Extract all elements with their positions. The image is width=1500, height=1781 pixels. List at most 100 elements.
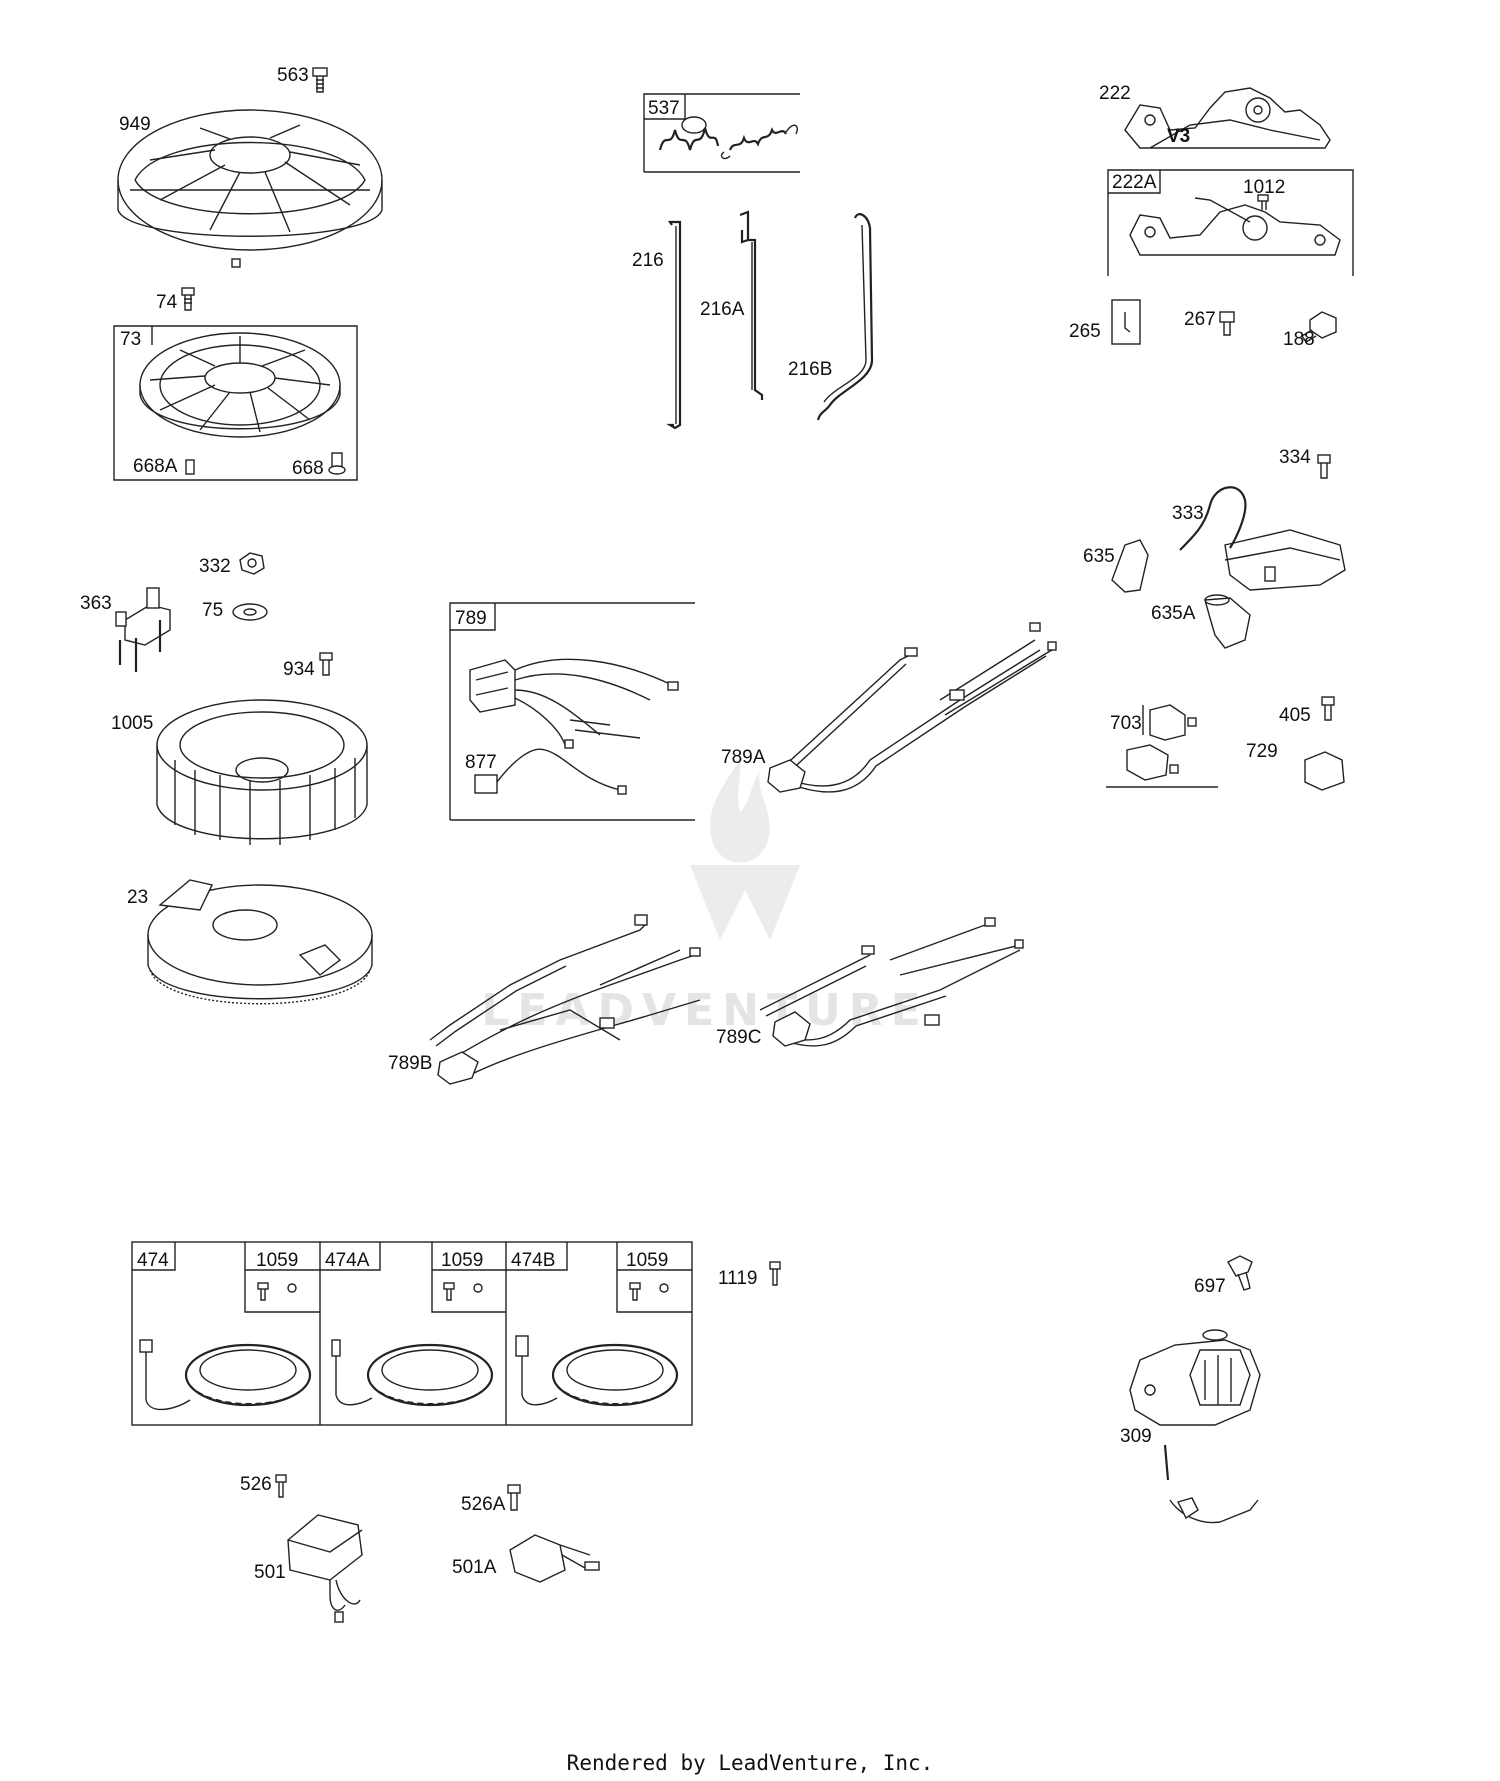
label-635A[interactable]: 635A [1151,603,1196,624]
clip-729-drawing [1304,751,1345,791]
springs-box-frame [643,93,800,172]
screw-267-drawing [1219,311,1235,336]
footer-credit: Rendered by LeadVenture, Inc. [567,1751,934,1775]
label-949[interactable]: 949 [119,114,151,135]
label-668[interactable]: 668 [292,458,324,479]
harness-box-frame [449,602,695,820]
flywheel-23-drawing [147,879,373,1005]
bracket-222-drawing: V3 [1124,87,1331,149]
watermark-text: LEADVENTURE [481,985,928,1036]
screw-668-drawing [328,452,346,475]
label-1119[interactable]: 1119 [718,1268,757,1289]
label-789A[interactable]: 789A [721,747,766,768]
label-267[interactable]: 267 [1184,309,1216,330]
label-1059-a[interactable]: 1059 [256,1250,298,1271]
screw-1119-drawing [769,1261,781,1286]
washer-75-drawing [232,603,268,621]
screw-334-drawing [1317,454,1331,479]
label-216A[interactable]: 216A [700,299,745,320]
label-1005[interactable]: 1005 [111,713,153,734]
label-334[interactable]: 334 [1279,447,1311,468]
spark-boot-635-drawing [1111,539,1149,593]
regulator-501-drawing [287,1514,363,1623]
label-877[interactable]: 877 [465,752,497,773]
clip-265-drawing [1111,299,1141,345]
label-216B[interactable]: 216B [788,359,832,380]
bracket-363-drawing [115,587,171,672]
label-1059-c[interactable]: 1059 [626,1250,668,1271]
stator-boxes-frame [131,1241,693,1426]
label-216[interactable]: 216 [632,250,664,271]
stator-474A-drawing [331,1339,494,1407]
screw-668A-drawing [185,459,195,475]
label-668A[interactable]: 668A [133,456,178,477]
screw-405-drawing [1321,696,1335,721]
label-474B[interactable]: 474B [511,1250,555,1271]
label-405[interactable]: 405 [1279,705,1311,726]
screw-526A-drawing [507,1484,521,1511]
label-222[interactable]: 222 [1099,83,1131,104]
label-23[interactable]: 23 [127,887,148,908]
screw-526-drawing [275,1474,287,1498]
rotating-screen-drawing [139,332,341,438]
label-635[interactable]: 635 [1083,546,1115,567]
flywheel-1005-drawing [156,699,368,845]
label-1059-b[interactable]: 1059 [441,1250,483,1271]
label-729[interactable]: 729 [1246,741,1278,762]
watermark: LEADVENTURE [481,760,928,1036]
label-363[interactable]: 363 [80,593,112,614]
label-789[interactable]: 789 [455,608,487,629]
harness-789C-drawing [759,917,1024,1047]
label-265[interactable]: 265 [1069,321,1101,342]
label-75[interactable]: 75 [202,600,223,621]
label-222A[interactable]: 222A [1112,172,1157,193]
screw-188-drawing [1301,311,1337,343]
harness-789B-drawing [429,914,701,1085]
rod-216-drawing [666,220,682,430]
label-474[interactable]: 474 [137,1250,169,1271]
bracket-box-frame [1107,169,1354,276]
screw-1012-drawing [1257,194,1269,210]
label-703[interactable]: 703 [1110,713,1142,734]
label-789C[interactable]: 789C [716,1027,761,1048]
clip-703-drawing [1106,704,1218,788]
harness-789A-drawing [767,622,1057,793]
label-309[interactable]: 309 [1120,1426,1152,1447]
label-563[interactable]: 563 [277,65,309,86]
harness-789-drawing [469,658,679,749]
label-332[interactable]: 332 [199,556,231,577]
blower-housing-drawing [117,109,383,268]
label-526A[interactable]: 526A [461,1494,506,1515]
label-501[interactable]: 501 [254,1562,286,1583]
label-697[interactable]: 697 [1194,1276,1226,1297]
screw-697-drawing [1227,1255,1253,1291]
label-537[interactable]: 537 [648,98,680,119]
stator-474-drawing [139,1339,312,1411]
label-188[interactable]: 188 [1283,329,1315,350]
rod-216A-drawing [739,210,764,400]
wire-877-drawing [474,748,627,795]
screws-1059-drawing [257,1282,669,1301]
label-789B[interactable]: 789B [388,1053,432,1074]
label-74[interactable]: 74 [156,292,178,313]
label-501A[interactable]: 501A [452,1557,497,1578]
regulator-501A-drawing [509,1534,600,1583]
screw-563-drawing [312,67,328,93]
nut-332-drawing [239,552,265,575]
label-526[interactable]: 526 [240,1474,272,1495]
label-934[interactable]: 934 [283,659,315,680]
ignition-coil-333-drawing [1179,486,1346,591]
screen-box-frame [113,325,358,481]
starter-motor-309-drawing [1129,1329,1261,1524]
screw-934-drawing [319,652,333,676]
label-1012[interactable]: 1012 [1243,177,1285,198]
rod-216B-drawing [816,213,874,421]
springs-drawing [658,116,798,160]
label-333[interactable]: 333 [1172,503,1204,524]
label-474A[interactable]: 474A [325,1250,370,1271]
callout-labels: 563 949 74 73 668A 668 537 216 216A 216B… [80,65,1315,1583]
spark-boot-635A-drawing [1204,594,1251,649]
label-73[interactable]: 73 [120,329,141,350]
bracket-marking: V3 [1167,126,1190,147]
